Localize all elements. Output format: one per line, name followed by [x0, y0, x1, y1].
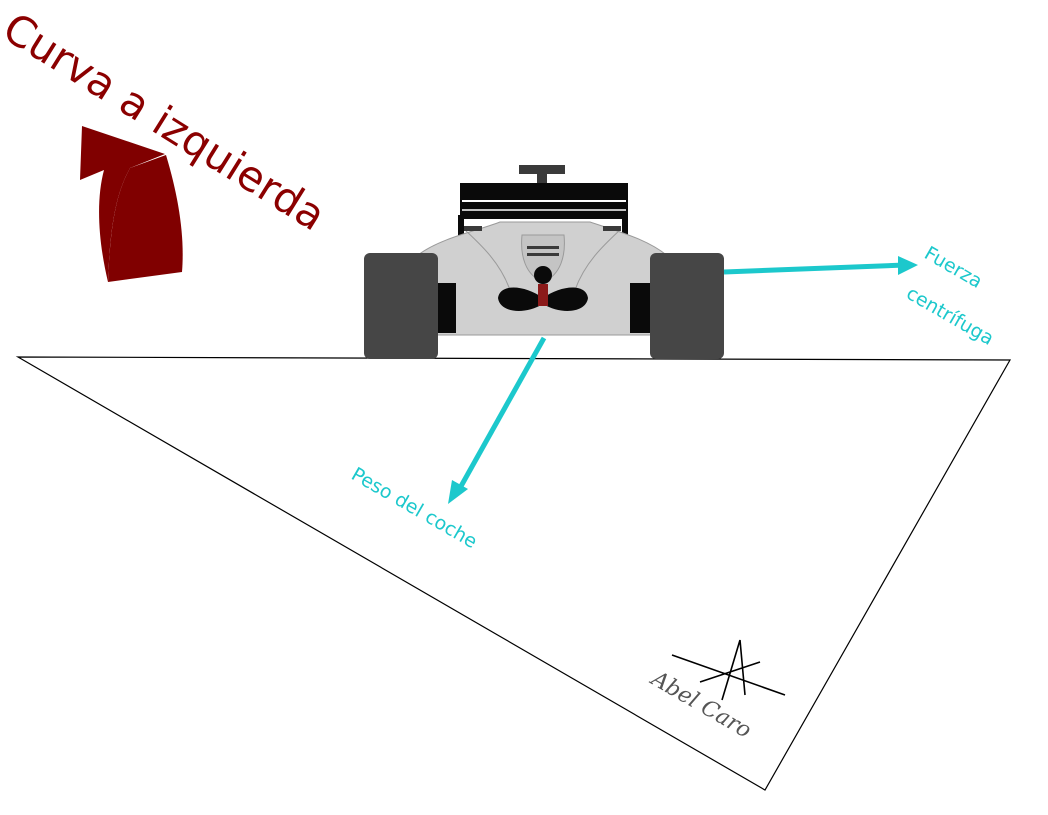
centrifugal-force-label-line1: Fuerza — [921, 242, 987, 293]
weight-arrowhead-icon — [448, 480, 468, 504]
formula1-car-rear-icon — [364, 165, 724, 359]
curved-arrow-left-icon — [80, 126, 183, 282]
car-weight-arrow — [457, 336, 547, 490]
centrifugal-force-label-line2: centrífuga — [903, 282, 998, 350]
signature-star-icon — [671, 639, 786, 701]
centrifugal-arrowhead-icon — [898, 256, 918, 275]
signature: Abel Caro — [645, 639, 786, 744]
centrifugal-force-arrow — [723, 260, 909, 275]
signature-text: Abel Caro — [645, 666, 755, 744]
banked-track — [15, 356, 1012, 791]
car-weight-label: Peso del coche — [348, 463, 481, 553]
